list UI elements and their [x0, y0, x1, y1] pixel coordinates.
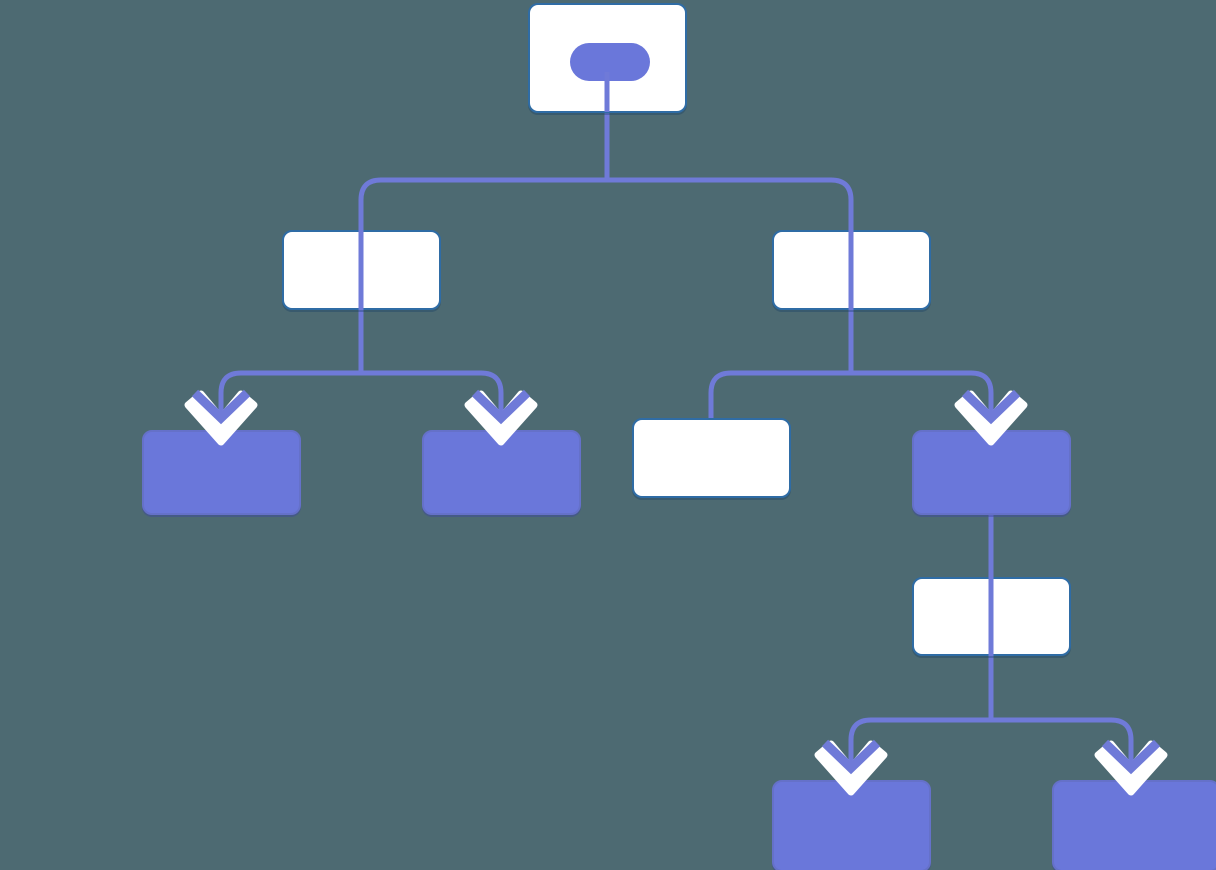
node-l2-left-label: [284, 232, 439, 308]
node-l3-c-label: [634, 420, 789, 496]
node-l2-left[interactable]: [282, 230, 441, 310]
node-l4[interactable]: [912, 577, 1071, 656]
node-root[interactable]: [528, 3, 687, 113]
node-l5-left-label: [774, 782, 929, 870]
node-l3-d-label: [914, 432, 1069, 513]
node-l3-b[interactable]: [422, 430, 581, 515]
node-l5-left[interactable]: [772, 780, 931, 870]
node-l3-a-label: [144, 432, 299, 513]
node-l3-c[interactable]: [632, 418, 791, 498]
node-l3-a[interactable]: [142, 430, 301, 515]
node-l2-right[interactable]: [772, 230, 931, 310]
node-l5-right-label: [1054, 782, 1216, 870]
node-root-pill-placeholder: [570, 43, 650, 81]
node-l5-right[interactable]: [1052, 780, 1216, 870]
node-l3-d[interactable]: [912, 430, 1071, 515]
node-l2-right-label: [774, 232, 929, 308]
node-l3-b-label: [424, 432, 579, 513]
node-l4-label: [914, 579, 1069, 654]
